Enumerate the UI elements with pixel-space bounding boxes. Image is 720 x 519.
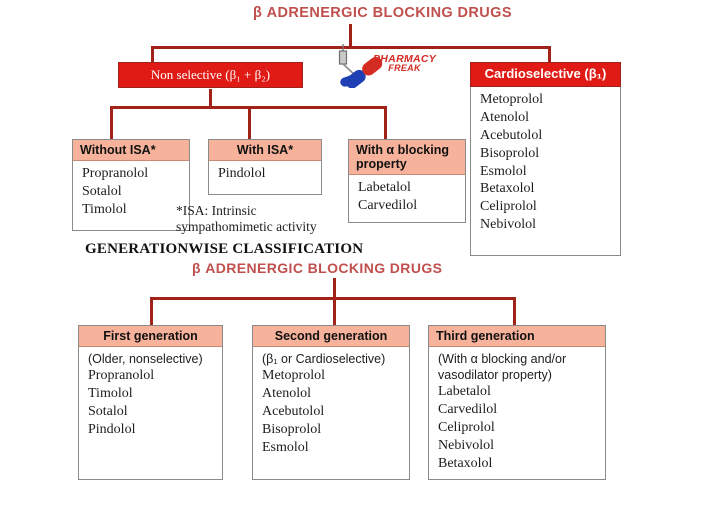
bottom-chart-title: β ADRENERGIC BLOCKING DRUGS — [192, 260, 443, 276]
box-with-alpha-blocking-header: With α blocking property — [349, 140, 465, 175]
connector-drop-second-generation — [333, 297, 336, 325]
list-item: Betaxolol — [438, 456, 493, 471]
list-item: Nebivolol — [480, 217, 536, 233]
connector-top-bus — [151, 46, 551, 49]
box-with-isa-list: Pindolol — [209, 161, 321, 189]
list-item: Metoprolol — [262, 368, 325, 384]
box-cardioselective[interactable]: Cardioselective (β₁) Metoprolol Atenolol… — [470, 62, 621, 256]
list-item: Celiprolol — [480, 199, 537, 215]
list-item: Nebivolol — [438, 438, 494, 454]
box-first-generation-list: (Older, nonselective) Propranolol Timolo… — [79, 347, 222, 445]
list-item: Esmolol — [480, 163, 527, 179]
box-non-selective[interactable]: Non selective (β₁ + β₂) — [118, 62, 303, 88]
list-item: Acebutolol — [262, 404, 325, 420]
top-chart-title: β ADRENERGIC BLOCKING DRUGS — [253, 5, 512, 21]
box-without-isa[interactable]: Without ISA* Propranolol Sotalol Timolol — [72, 139, 190, 231]
connector-drop-first-generation — [150, 297, 153, 325]
list-item: Sotalol — [88, 404, 128, 420]
connector-drop-cardioselective — [548, 46, 551, 64]
connector-top-stem — [349, 24, 352, 48]
isa-footnote-line2: sympathomimetic activity — [176, 219, 317, 235]
box-cardioselective-list: Metoprolol Atenolol Acebutolol Bisoprolo… — [470, 86, 621, 256]
list-item: Propranolol — [82, 166, 149, 182]
box-second-generation-header: Second generation — [253, 326, 409, 348]
list-item: Labetalol — [438, 384, 491, 400]
subtitle: (Older, nonselective) — [88, 352, 203, 367]
connector-drop-alpha-blocking — [384, 106, 387, 139]
list-item: Acebutolol — [480, 127, 543, 143]
list-item: Metoprolol — [480, 91, 543, 107]
box-second-generation[interactable]: Second generation (β₁ or Cardioselective… — [252, 325, 410, 480]
connector-nonselective-stem — [209, 89, 212, 106]
list-item: Pindolol — [88, 422, 136, 438]
logo-line1: PHARMACY — [373, 53, 437, 65]
box-first-generation-header: First generation — [79, 326, 222, 348]
connector-bottom-stem — [333, 278, 336, 299]
box-second-generation-list: (β₁ or Cardioselective) Metoprolol Ateno… — [253, 347, 409, 463]
box-with-isa-header: With ISA* — [209, 140, 321, 162]
list-item: Timolol — [82, 202, 127, 218]
capsule-syringe-icon — [338, 44, 383, 89]
list-item: Timolol — [88, 386, 133, 402]
box-first-generation[interactable]: First generation (Older, nonselective) P… — [78, 325, 223, 480]
box-with-alpha-blocking[interactable]: With α blocking property Labetalol Carve… — [348, 139, 466, 223]
box-without-isa-header: Without ISA* — [73, 140, 189, 162]
section-label-generationwise: GENERATIONWISE CLASSIFICATION — [85, 241, 364, 257]
box-with-alpha-blocking-list: Labetalol Carvedilol — [349, 175, 465, 221]
list-item: Carvedilol — [358, 197, 418, 213]
list-item: Sotalol — [82, 184, 122, 200]
list-item: Propranolol — [88, 368, 155, 384]
box-without-isa-list: Propranolol Sotalol Timolol — [73, 161, 189, 225]
list-item: Labetalol — [358, 180, 411, 195]
connector-drop-with-isa — [248, 106, 251, 139]
list-item: Atenolol — [480, 109, 529, 125]
list-item: Carvedilol — [438, 402, 498, 418]
connector-drop-nonselective — [151, 46, 154, 64]
connector-drop-third-generation — [513, 297, 516, 325]
box-third-generation[interactable]: Third generation (With α blocking and/or… — [428, 325, 606, 480]
isa-footnote: *ISA: Intrinsic sympathomimetic activity — [176, 203, 386, 236]
list-item: Celiprolol — [438, 420, 495, 436]
list-item: Bisoprolol — [480, 145, 540, 161]
subtitle: (β₁ or Cardioselective) — [262, 352, 386, 367]
box-third-generation-list: (With α blocking and/or vasodilator prop… — [429, 347, 605, 479]
box-cardioselective-header: Cardioselective (β₁) — [470, 62, 621, 87]
isa-footnote-line1: *ISA: Intrinsic — [176, 203, 257, 218]
box-third-generation-header: Third generation — [429, 326, 605, 348]
pharmacy-freak-logo: PHARMACY FREAK — [330, 42, 440, 89]
connector-drop-without-isa — [110, 106, 113, 139]
list-item: Esmolol — [262, 440, 309, 455]
box-with-isa[interactable]: With ISA* Pindolol — [208, 139, 322, 195]
box-non-selective-header: Non selective (β₁ + β₂) — [118, 62, 303, 88]
subtitle-line1: (With α blocking and/or — [438, 352, 567, 367]
list-item: Betaxolol — [480, 181, 535, 197]
list-item: Atenolol — [262, 386, 311, 402]
list-item: Bisoprolol — [262, 422, 322, 438]
logo-wordmark: PHARMACY FREAK — [373, 54, 436, 73]
list-item: Pindolol — [218, 166, 266, 182]
logo-line2: FREAK — [388, 63, 421, 74]
subtitle-line2: vasodilator property) — [438, 368, 552, 383]
